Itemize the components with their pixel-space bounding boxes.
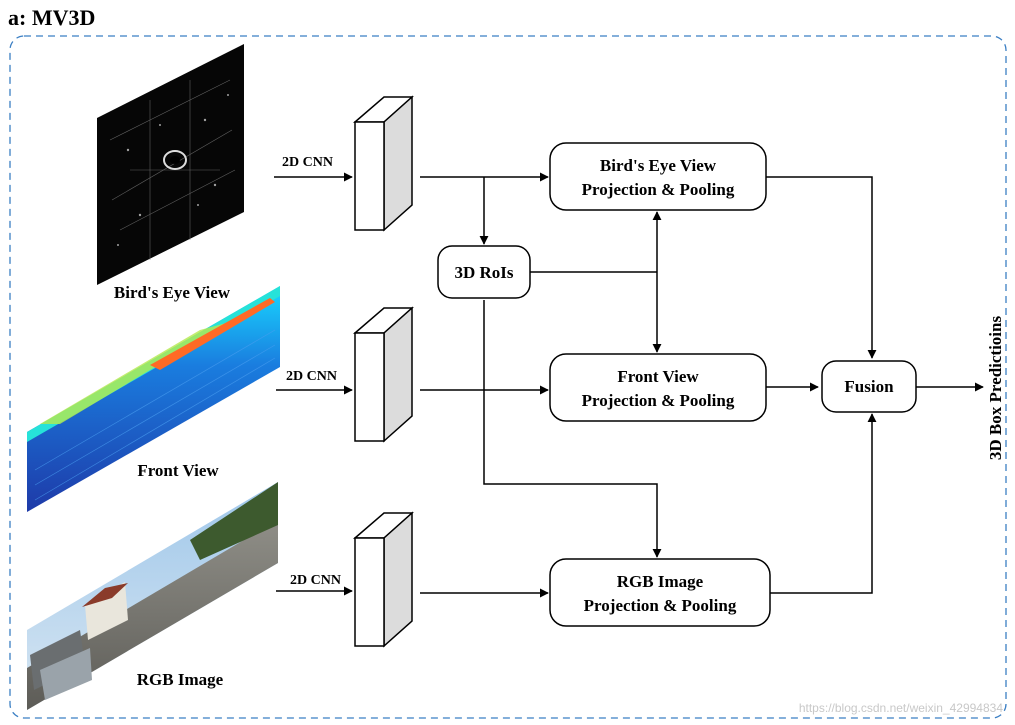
front-pooling-line2: Projection & Pooling — [582, 391, 735, 410]
front-view-image — [27, 286, 280, 512]
rgb-pooling-line1: RGB Image — [617, 572, 704, 591]
cnn-cube-bev — [352, 95, 414, 232]
bev-pooling-line2: Projection & Pooling — [582, 180, 735, 199]
diagram-title: a: MV3D — [8, 5, 95, 30]
fusion-box: Fusion — [821, 360, 917, 413]
front-view-image-label: Front View — [137, 461, 219, 480]
dashed-frame — [9, 35, 1007, 719]
front-pooling-box: Front View Projection & Pooling — [549, 353, 767, 422]
cnn-label-bev: 2D CNN — [282, 155, 333, 170]
cnn-label-rgb: 2D CNN — [290, 573, 341, 588]
input-arrows — [274, 172, 353, 596]
bev-image — [97, 44, 244, 285]
rgb-pooling-box: RGB Image Projection & Pooling — [549, 558, 771, 627]
rgb-image — [27, 482, 278, 710]
cnn-label-front: 2D CNN — [286, 369, 337, 384]
rgb-pooling-line2: Projection & Pooling — [584, 596, 737, 615]
connector-lines — [420, 172, 984, 598]
fusion-label: Fusion — [844, 377, 894, 396]
cnn-cube-front — [352, 306, 414, 443]
cnn-cube-rgb — [352, 511, 414, 648]
rois-box: 3D RoIs — [437, 245, 531, 299]
output-label: 3D Box Predictioins — [986, 316, 1005, 461]
watermark: https://blog.csdn.net/weixin_42994834 — [799, 701, 1003, 715]
bev-pooling-box: Bird's Eye View Projection & Pooling — [549, 142, 767, 211]
front-pooling-line1: Front View — [617, 367, 699, 386]
rgb-image-label: RGB Image — [137, 670, 224, 689]
bev-image-label: Bird's Eye View — [114, 283, 231, 302]
rois-label: 3D RoIs — [454, 263, 513, 282]
bev-pooling-line1: Bird's Eye View — [600, 156, 717, 175]
